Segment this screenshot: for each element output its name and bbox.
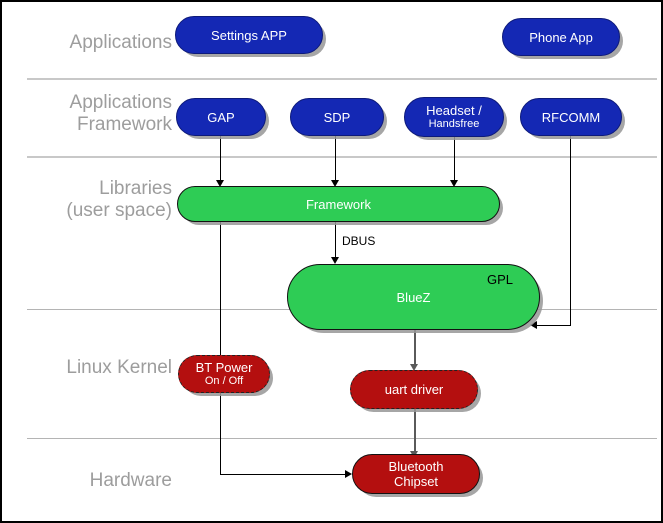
node-bt-power[interactable]: BT Power On / Off — [178, 355, 270, 393]
connector-uart-to-chipset — [414, 409, 416, 454]
arrowhead-framework-to-bluez — [331, 257, 339, 264]
connector-gap-to-framework — [220, 136, 221, 182]
node-settings-app-label: Settings APP — [211, 27, 287, 43]
license-badge-gpl: GPL — [487, 272, 514, 287]
connector-framework-to-bluez — [335, 221, 336, 259]
connector-bluez-to-uart — [414, 329, 416, 367]
node-headset-handsfree-label-primary: Headset / — [426, 103, 482, 118]
connector-sdp-to-framework — [335, 136, 336, 182]
node-sdp-label: SDP — [323, 109, 351, 125]
arrowhead-bluez-to-uart — [410, 364, 418, 371]
node-bt-power-label-primary: BT Power — [195, 360, 253, 375]
arrowhead-sdp-to-framework — [331, 180, 339, 187]
divider-applications — [27, 78, 657, 80]
node-bluetooth-chipset-label-primary: Bluetooth — [388, 459, 444, 474]
arrowhead-headset-to-framework — [450, 180, 458, 187]
node-rfcomm[interactable]: RFCOMM — [520, 98, 622, 136]
arrowhead-rfcomm-to-bluez — [530, 321, 537, 329]
node-gap-label: GAP — [207, 109, 235, 125]
layer-label-linux-kernel: Linux Kernel — [66, 357, 172, 378]
node-sdp[interactable]: SDP — [290, 98, 384, 136]
node-bt-power-label-secondary: On / Off — [204, 375, 244, 387]
node-bluetooth-chipset[interactable]: Bluetooth Chipset — [352, 454, 480, 494]
node-framework[interactable]: Framework — [177, 186, 500, 222]
node-gap[interactable]: GAP — [176, 98, 266, 136]
node-settings-app[interactable]: Settings APP — [175, 16, 323, 54]
node-framework-label: Framework — [305, 196, 371, 212]
connector-framework-to-chipset-horizontal — [220, 474, 346, 475]
connector-headset-to-framework — [454, 136, 455, 182]
arrowhead-to-bluetooth-chipset — [345, 470, 352, 478]
edge-label-dbus: DBUS — [342, 234, 376, 248]
node-bluez[interactable]: BlueZ — [287, 264, 540, 330]
node-bluetooth-chipset-label-secondary: Chipset — [393, 474, 439, 489]
connector-rfcomm-down — [570, 136, 571, 326]
node-phone-app-label: Phone App — [529, 29, 593, 45]
layer-label-applications-framework: Applications Framework — [69, 92, 172, 135]
layer-label-hardware: Hardware — [89, 470, 172, 491]
connector-rfcomm-to-bluez — [536, 325, 571, 326]
node-headset-handsfree-label-secondary: Handsfree — [428, 118, 480, 130]
node-headset-handsfree[interactable]: Headset / Handsfree — [404, 97, 504, 137]
layer-label-applications: Applications — [69, 32, 172, 53]
node-bluez-label: BlueZ — [396, 289, 431, 305]
node-phone-app[interactable]: Phone App — [502, 18, 620, 56]
node-rfcomm-label: RFCOMM — [541, 109, 601, 125]
connector-framework-to-chipset-vertical — [220, 221, 221, 475]
node-uart-driver[interactable]: uart driver — [350, 370, 478, 409]
layer-label-libraries: Libraries (user space) — [66, 178, 172, 221]
divider-applications-framework — [27, 156, 657, 158]
arrowhead-gap-to-framework — [216, 180, 224, 187]
node-uart-driver-label: uart driver — [384, 382, 444, 397]
divider-linux-kernel — [27, 438, 657, 439]
